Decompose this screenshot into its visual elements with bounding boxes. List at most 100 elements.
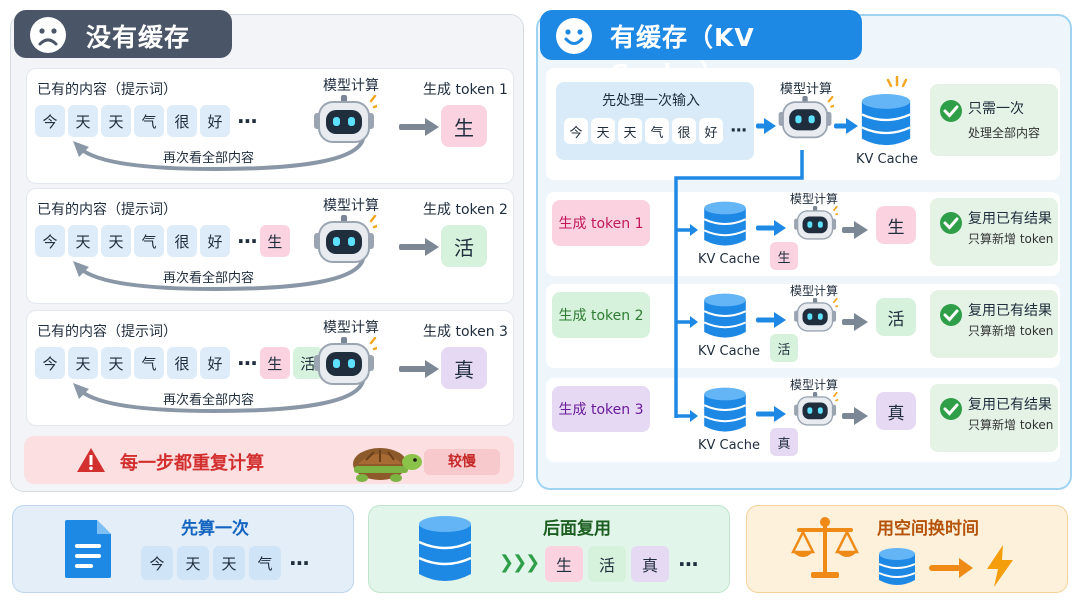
- token-chip: 天: [618, 118, 642, 144]
- gen-label: 生成 token 1: [423, 82, 508, 98]
- prompt-chips: 今天天气很好···生: [35, 223, 290, 259]
- document-icon: [65, 520, 111, 578]
- gen-label: 生成 token 3: [423, 324, 508, 340]
- recompute-note: 再次看全部内容: [163, 393, 255, 408]
- robot-icon: [314, 337, 377, 385]
- return-arrow: [73, 137, 365, 172]
- reuse-note-line1: 复用已有结果: [968, 303, 1052, 319]
- reuse-card: 后面复用 ❯❯❯ 生活真···: [368, 505, 730, 593]
- sparkle-icon: [886, 76, 908, 88]
- reuse-note-line1: 复用已有结果: [968, 211, 1052, 227]
- output-token: 活: [876, 298, 916, 336]
- balance-scale-icon: [791, 517, 859, 578]
- warning-bar: 每一步都重复计算 较慢: [24, 436, 514, 484]
- reuse-chips: 生活真···: [545, 546, 699, 582]
- arrow-icon: [399, 118, 439, 136]
- token-chip: 很: [167, 105, 197, 137]
- sad-face-icon: [30, 17, 66, 53]
- output-token: 生: [876, 206, 916, 244]
- arrow-icon: [399, 360, 439, 378]
- token-chip: 天: [591, 118, 615, 144]
- reuse-note: 复用已有结果只算新增 token: [930, 384, 1058, 452]
- prompt-chips: 今天天气很好···: [35, 103, 258, 139]
- token-chip: 天: [101, 225, 131, 257]
- connector-lines: [674, 150, 804, 422]
- new-token-chip: 真: [770, 428, 798, 456]
- token-chip: 今: [141, 546, 173, 580]
- model-label: 模型计算: [323, 198, 379, 214]
- token-chip: 今: [35, 225, 65, 257]
- kv-cache-label: KV Cache: [698, 252, 760, 267]
- token-chip: 天: [68, 225, 98, 257]
- new-token-chip: 活: [770, 334, 798, 362]
- reuse-note-line2: 只算新增 token: [968, 418, 1054, 432]
- ellipsis: ···: [678, 552, 699, 576]
- model-label: 模型计算: [790, 378, 839, 392]
- token-chip: 很: [167, 347, 197, 379]
- input-label: 先处理一次输入: [602, 93, 700, 109]
- robot-icon: [794, 206, 839, 240]
- token-chip: 天: [68, 105, 98, 137]
- generated-chip: 生: [259, 347, 290, 379]
- small-database-icon: [878, 548, 916, 585]
- token-chip: 气: [645, 118, 669, 144]
- kv-cache-icon: [703, 201, 747, 246]
- no-cache-title: 没有缓存: [86, 23, 191, 52]
- arrow-icon: [842, 407, 868, 425]
- output-token: 真: [876, 392, 916, 430]
- token-chip: 很: [167, 225, 197, 257]
- lightning-icon: [987, 545, 1013, 587]
- prompt-label: 已有的内容（提示词）: [37, 324, 177, 340]
- robot-icon: [314, 95, 377, 143]
- turtle-icon: [353, 448, 422, 482]
- robot-icon: [778, 96, 835, 139]
- token-chip: 天: [101, 347, 131, 379]
- blue-arrow-icon: [756, 312, 786, 328]
- generated-chip: 生: [259, 225, 290, 257]
- compute-once-chips: 今天天气···: [141, 546, 310, 580]
- token-chip: 气: [134, 105, 164, 137]
- blue-arrow-icon: [756, 118, 776, 134]
- robot-icon: [794, 392, 839, 426]
- token-chip: 天: [101, 105, 131, 137]
- token-chip: 天: [213, 546, 245, 580]
- robot-icon: [794, 298, 839, 332]
- model-label: 模型计算: [790, 284, 839, 298]
- token-chip: 好: [200, 347, 230, 379]
- orange-arrow-icon: [929, 558, 973, 578]
- recompute-note: 再次看全部内容: [163, 151, 255, 166]
- model-label: 模型计算: [323, 320, 379, 336]
- model-label: 模型计算: [790, 192, 839, 206]
- compute-once-title: 先算一次: [181, 519, 249, 539]
- smile-face-icon: [556, 18, 592, 54]
- space-for-time-title: 用空间换时间: [877, 519, 979, 539]
- recompute-row: 已有的内容（提示词）今天天气很好···再次看全部内容模型计算生成 token 1…: [26, 68, 514, 184]
- kv-cache-icon: [703, 293, 747, 338]
- kv-cache-icon: [861, 94, 911, 146]
- token-chip: 活: [588, 546, 626, 582]
- input-box: 先处理一次输入 今天天气很好···: [556, 82, 754, 160]
- return-arrow: [73, 257, 365, 292]
- token-chip: 今: [35, 105, 65, 137]
- reuse-note: 复用已有结果只算新增 token: [930, 198, 1058, 266]
- reuse-title: 后面复用: [543, 519, 611, 539]
- arrow-icon: [842, 313, 868, 331]
- token-chip: 好: [699, 118, 723, 144]
- prompt-chips: 今天天气很好···生活: [35, 345, 323, 381]
- kv-cache-label: KV Cache: [698, 344, 760, 359]
- ellipsis: ···: [237, 109, 258, 133]
- reuse-note-line1: 复用已有结果: [968, 397, 1052, 413]
- kv-cache-header: 有缓存（KV Cache）: [540, 10, 862, 88]
- prompt-label: 已有的内容（提示词）: [37, 202, 177, 218]
- token-chip: 很: [672, 118, 696, 144]
- token-chip: 气: [134, 347, 164, 379]
- blue-arrow-icon: [834, 118, 858, 134]
- arrow-icon: [399, 238, 439, 256]
- ellipsis: ···: [289, 551, 310, 575]
- kv-cache-label: KV Cache: [856, 152, 918, 167]
- chevrons-icon: ❯❯❯: [499, 552, 540, 573]
- output-token: 真: [441, 347, 487, 389]
- blue-arrow-icon: [756, 406, 786, 422]
- check-icon: [940, 398, 962, 420]
- no-cache-header: 没有缓存: [14, 10, 232, 58]
